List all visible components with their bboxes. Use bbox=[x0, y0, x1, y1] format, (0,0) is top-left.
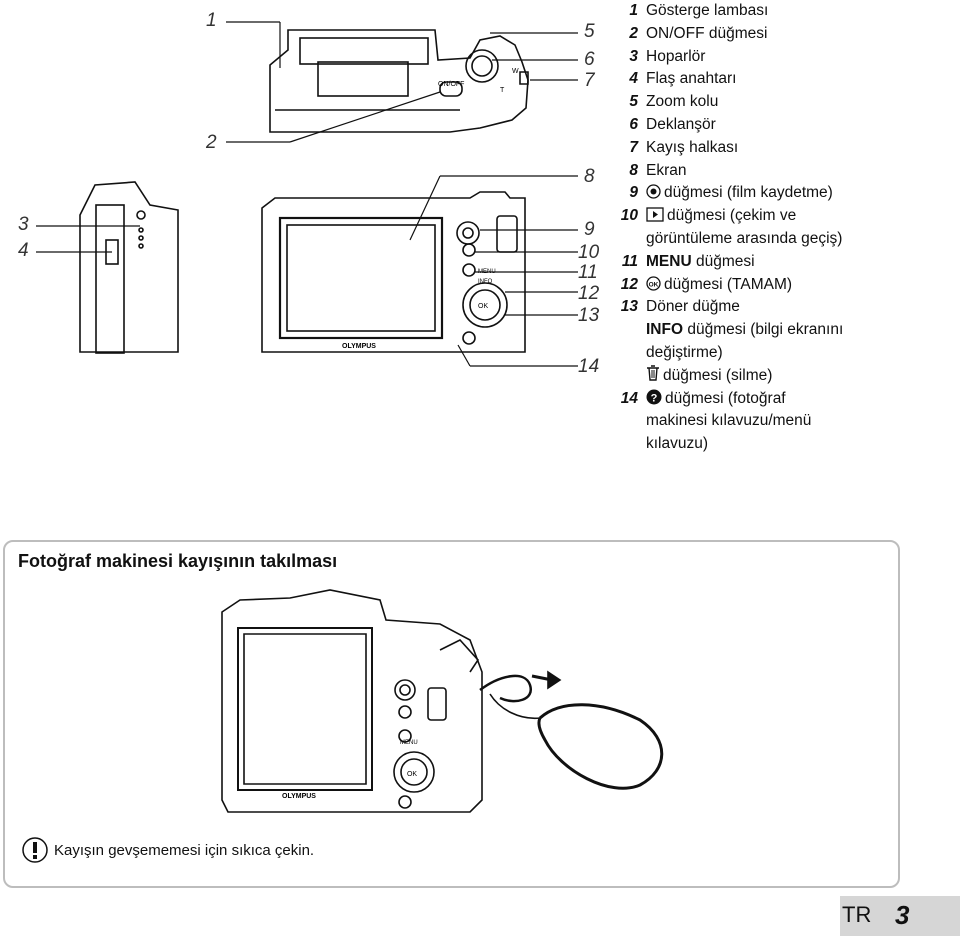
svg-text:?: ? bbox=[651, 392, 658, 404]
legend-number: 8 bbox=[629, 161, 638, 179]
callout-6: 6 bbox=[584, 49, 595, 70]
language-label: TR bbox=[842, 902, 872, 927]
legend-item: 7 Kayış halkası bbox=[608, 137, 958, 160]
on-off-label: ON/OFF bbox=[438, 81, 464, 88]
legend-item: 8 Ekran bbox=[608, 160, 958, 183]
caution-icon bbox=[22, 837, 48, 863]
legend-text: Ekran bbox=[646, 161, 687, 179]
legend-text: Zoom kolu bbox=[646, 93, 719, 111]
legend-number: 11 bbox=[621, 252, 638, 270]
callout-8: 8 bbox=[584, 166, 595, 187]
legend-number: 1 bbox=[629, 2, 638, 19]
legend-number: 4 bbox=[629, 70, 638, 88]
legend-item: 1 Gösterge lambası bbox=[608, 0, 958, 23]
legend-text: Flaş anahtarı bbox=[646, 70, 737, 88]
legend-item: 11 MENU düğmesi bbox=[608, 251, 958, 274]
ok-icon: OK bbox=[646, 275, 661, 291]
legend-continuation: görüntüleme arasında geçiş) bbox=[646, 229, 843, 247]
camera-back-view bbox=[261, 191, 526, 353]
callout-9: 9 bbox=[584, 219, 595, 240]
legend-text: Kayış halkası bbox=[646, 138, 739, 156]
camera-top-view bbox=[269, 29, 529, 133]
legend-number: 6 bbox=[629, 115, 638, 133]
legend-continuation: INFO düğmesi (bilgi ekranını bbox=[608, 319, 958, 342]
svg-text:OK: OK bbox=[649, 281, 659, 288]
callout-11: 11 bbox=[578, 262, 598, 283]
info-word: INFO bbox=[646, 321, 684, 339]
parts-legend: 1 Gösterge lambası 2 ON/OFF düğmesi 3 Hopar… bbox=[608, 0, 958, 456]
legend-item: 6 Deklanşör bbox=[608, 114, 958, 137]
legend-item: 4 Flaş anahtarı bbox=[608, 68, 958, 91]
caution-note: Kayışın gevşememesi için sıkıca çekin. bbox=[22, 837, 314, 863]
legend-text: Deklanşör bbox=[646, 115, 716, 133]
zoom-t-label: T bbox=[500, 87, 505, 94]
legend-number: 3 bbox=[629, 47, 638, 65]
legend-number: 14 bbox=[620, 389, 638, 407]
legend-continuation: değiştirme) bbox=[646, 343, 723, 361]
callout-2: 2 bbox=[206, 132, 217, 153]
zoom-w-label: W bbox=[512, 68, 519, 75]
legend-text: ON/OFF düğmesi bbox=[646, 24, 768, 42]
legend-text: düğmesi (TAMAM) bbox=[664, 275, 793, 293]
legend-text: Hoparlör bbox=[646, 47, 706, 65]
legend-item: 10 düğmesi (çekim ve bbox=[608, 205, 958, 228]
section-title: Fotoğraf makinesi kayışının takılması bbox=[18, 551, 338, 571]
movie-record-icon bbox=[646, 184, 661, 200]
callout-13: 13 bbox=[578, 305, 600, 326]
menu-word: MENU bbox=[646, 252, 692, 270]
legend-text: Döner düğme bbox=[646, 298, 740, 316]
legend-number: 13 bbox=[620, 298, 638, 316]
caution-text: Kayışın gevşememesi için sıkıca çekin. bbox=[54, 841, 315, 859]
legend-item: 12 OK düğmesi (TAMAM) bbox=[608, 274, 958, 297]
callout-1: 1 bbox=[206, 10, 217, 31]
menu-label: MENU bbox=[478, 269, 496, 275]
legend-number: 9 bbox=[629, 184, 638, 202]
ok-label: OK bbox=[478, 303, 488, 310]
legend-number: 2 bbox=[629, 24, 638, 42]
camera-diagram: ON/OFF MENU INFO OK OLYMPUS W T bbox=[36, 21, 578, 367]
callout-4: 4 bbox=[18, 240, 29, 261]
legend-text: düğmesi bbox=[695, 252, 755, 270]
legend-item: 3 Hoparlör bbox=[608, 46, 958, 69]
page-tab bbox=[840, 896, 960, 936]
legend-number: 7 bbox=[629, 138, 638, 156]
page-number: 3 bbox=[895, 900, 910, 930]
legend-item: 2 ON/OFF düğmesi bbox=[608, 23, 958, 46]
callout-7: 7 bbox=[584, 70, 595, 91]
legend-item: 13 Döner düğme bbox=[608, 296, 958, 319]
strap-section bbox=[3, 540, 900, 888]
legend-continuation: düğmesi (silme) bbox=[608, 365, 958, 388]
legend-text: düğmesi (fotoğraf bbox=[665, 389, 786, 407]
callout-14: 14 bbox=[578, 356, 600, 377]
legend-item: 9 düğmesi (film kaydetme) bbox=[608, 182, 958, 205]
callout-10: 10 bbox=[578, 242, 600, 263]
callout-12: 12 bbox=[578, 283, 600, 304]
camera-side-view bbox=[79, 181, 179, 354]
legend-number: 10 bbox=[620, 207, 638, 225]
brand-label: OLYMPUS bbox=[342, 343, 376, 350]
legend-number: 5 bbox=[629, 93, 638, 111]
trash-icon bbox=[647, 365, 659, 381]
leader-lines bbox=[36, 21, 578, 367]
playback-icon bbox=[646, 207, 664, 222]
legend-text: düğmesi (film kaydetme) bbox=[664, 184, 833, 202]
legend-item: 5 Zoom kolu bbox=[608, 91, 958, 114]
callout-5: 5 bbox=[584, 21, 595, 42]
info-label: INFO bbox=[478, 279, 493, 285]
legend-item: 14? düğmesi (fotoğraf bbox=[608, 388, 958, 411]
callout-3: 3 bbox=[18, 214, 29, 235]
legend-text: Gösterge lambası bbox=[646, 2, 769, 19]
help-icon: ? bbox=[646, 389, 662, 405]
legend-number: 12 bbox=[620, 275, 638, 293]
legend-text: düğmesi (çekim ve bbox=[667, 207, 797, 225]
legend-continuation: kılavuzu) bbox=[646, 435, 709, 453]
legend-continuation: makinesi kılavuzu/menü bbox=[646, 412, 812, 430]
